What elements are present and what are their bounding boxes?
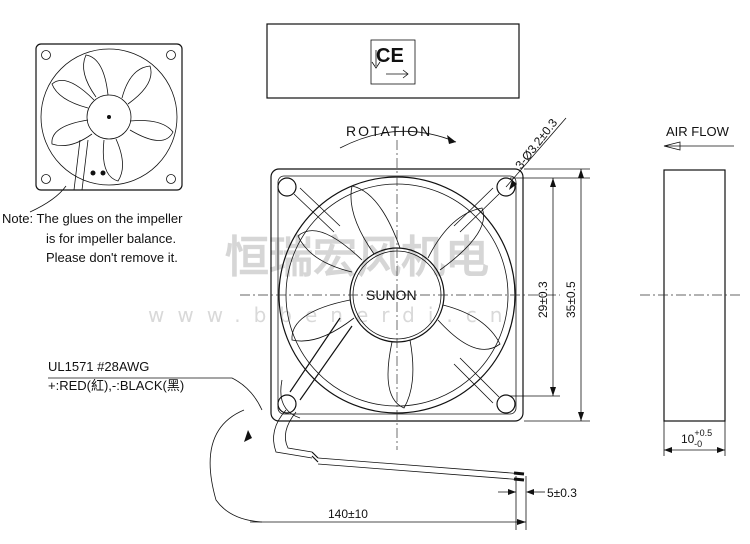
dim-strip: 5±0.3	[547, 486, 577, 500]
dim-inner: 29±0.3	[536, 281, 550, 318]
dim-bottom	[250, 476, 545, 530]
hole-spec: 3-Ø3.2±0.3	[512, 116, 560, 172]
airflow-arrow-icon	[663, 141, 734, 151]
label-box: CE	[266, 23, 520, 99]
dim-thickness: 10+0.5-0	[681, 428, 712, 449]
wire-colors: +:RED(紅),-:BLACK(黑)	[48, 378, 184, 393]
wire-spec: UL1571 #28AWG	[48, 359, 149, 374]
note-line-2: is for impeller balance.	[46, 231, 176, 246]
side-view	[640, 169, 740, 456]
svg-text:CE: CE	[376, 45, 404, 67]
watermark-url: www.bbenerdi.cn	[148, 303, 515, 327]
dim-lead-length: 140±10	[328, 507, 368, 521]
watermark-cn: 恒瑞宏风机电	[225, 232, 489, 283]
lead-wires	[209, 409, 525, 523]
note-line-3: Please don't remove it.	[46, 250, 178, 265]
dim-outer: 35±0.5	[564, 281, 578, 318]
rotation-arc	[339, 130, 457, 149]
rotation-label: ROTATION	[346, 123, 432, 139]
airflow-label: AIR FLOW	[666, 124, 730, 139]
dim-vertical	[510, 168, 590, 422]
small-fan-view	[29, 43, 183, 213]
main-fan-view	[240, 140, 560, 450]
note-line-1: Note: The glues on the impeller	[2, 211, 183, 226]
rotation-arrow-icon	[447, 135, 456, 144]
brand-label: SUNON	[366, 287, 417, 303]
ce-mark-icon: CE	[370, 39, 416, 85]
